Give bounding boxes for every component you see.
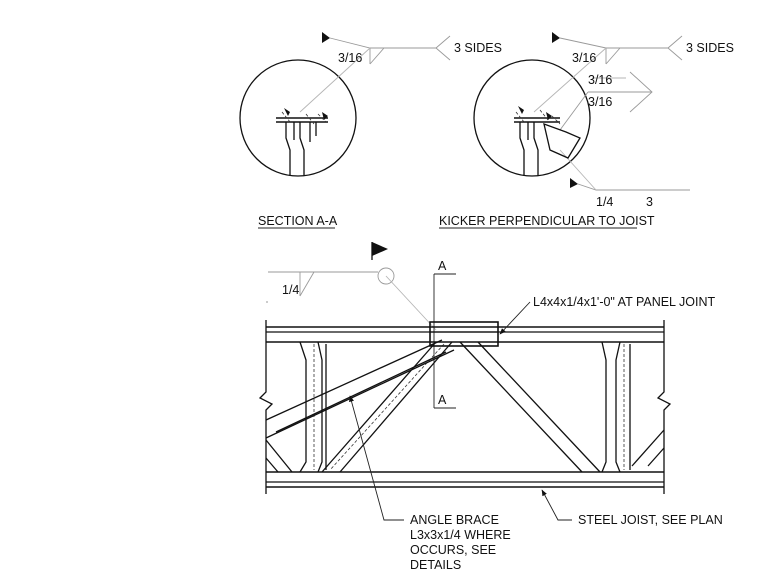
top-chord (266, 326, 664, 343)
field-weld-flag-icon (322, 32, 330, 43)
weld-symbol-kicker-bottom: 1/4 3 (559, 149, 690, 209)
weld-hatch-icon (518, 106, 524, 114)
weld-size-label: 3/16 (588, 95, 612, 109)
field-weld-flag-icon (372, 242, 388, 256)
joist-verticals (299, 341, 631, 473)
weld-symbol-section-a: 3/16 3 SIDES (299, 32, 502, 113)
brace-callout-line-3: OCCURS, SEE (410, 543, 496, 557)
weld-note-label: 3 SIDES (454, 41, 502, 55)
angle-callout-label: L4x4x1/4x1'-0" AT PANEL JOINT (533, 295, 715, 309)
weld-hatch-icon (546, 112, 552, 120)
break-lines (258, 320, 672, 494)
section-a-a-title: SECTION A-A (258, 214, 338, 228)
weld-hatch-icon (322, 112, 328, 120)
weld-note-label: 3 SIDES (686, 41, 734, 55)
field-weld-flag-icon (552, 32, 560, 43)
fillet-length-label: 3 (646, 195, 653, 209)
section-a-a-circle (239, 59, 357, 177)
fillet-size-label: 1/4 (596, 195, 613, 209)
weld-size-label: 3/16 (338, 51, 362, 65)
angle-callout: L4x4x1/4x1'-0" AT PANEL JOINT (499, 295, 715, 335)
joist-elevation: 1/4 A A (258, 242, 723, 572)
joist-callout-label: STEEL JOIST, SEE PLAN (578, 513, 723, 527)
weld-symbol-elevation: 1/4 (266, 242, 437, 331)
brace-callout-line-1: ANGLE BRACE (410, 513, 499, 527)
weld-size-label: 1/4 (282, 283, 299, 297)
joist-chord-section-kicker (514, 106, 581, 176)
weld-all-around-icon (377, 267, 395, 285)
section-mark-bottom: A (438, 393, 447, 407)
weld-hatch-icon (284, 108, 290, 116)
brace-callout: ANGLE BRACE L3x3x1/4 WHERE OCCURS, SEE D… (349, 395, 511, 572)
bottom-chord (266, 471, 664, 488)
weld-symbol-kicker-top: 3/16 3 SIDES (533, 32, 734, 113)
weld-symbol-kicker-middle: 3/16 3/16 (559, 71, 653, 131)
section-mark-top: A (438, 259, 447, 273)
brace-callout-line-2: L3x3x1/4 WHERE (410, 528, 511, 542)
brace-callout-line-4: DETAILS (410, 558, 461, 572)
kicker-perpendicular-detail: 3/16 3 SIDES 3/16 3/16 1/4 3 (439, 32, 734, 229)
section-cut-line: A A (433, 259, 456, 409)
kicker-detail-title: KICKER PERPENDICULAR TO JOIST (439, 214, 655, 228)
joist-callout: STEEL JOIST, SEE PLAN (541, 489, 723, 527)
angle-brace (265, 339, 455, 439)
weld-size-label: 3/16 (588, 73, 612, 87)
section-a-a-detail: 3/16 3 SIDES SECTION A-A (239, 32, 502, 229)
field-weld-flag-icon (570, 178, 578, 188)
weld-size-label: 3/16 (572, 51, 596, 65)
panel-joint-angle (429, 321, 499, 347)
joist-chord-section-a (276, 108, 328, 176)
kicker-detail-circle (473, 59, 591, 177)
joist-web-diagonals (265, 341, 665, 473)
